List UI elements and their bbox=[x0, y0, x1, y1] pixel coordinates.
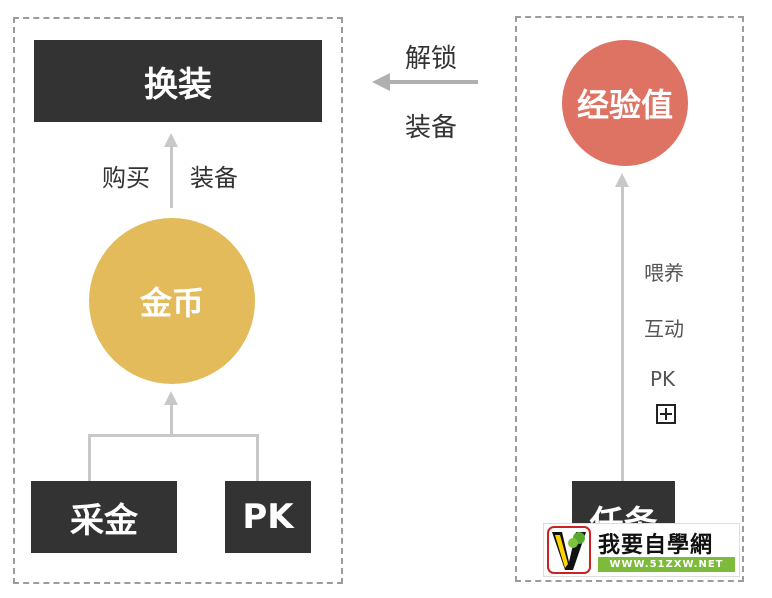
collect-box: 采金 bbox=[31, 481, 177, 553]
up-arrow-icon bbox=[164, 133, 178, 147]
up-arrow-icon bbox=[164, 391, 178, 405]
left-panel bbox=[13, 17, 343, 584]
sources-connector-horizontal bbox=[88, 434, 259, 437]
watermark-url: WWW.51ZXW.NET bbox=[598, 557, 735, 572]
pk-box: PK bbox=[225, 481, 311, 553]
coin-to-swap-connector bbox=[170, 146, 173, 208]
exp-circle: 经验值 bbox=[562, 40, 688, 166]
swap-box: 换装 bbox=[34, 40, 322, 122]
coin-label: 金币 bbox=[139, 284, 204, 322]
exp-label: 经验值 bbox=[576, 86, 673, 124]
watermark-logo-icon bbox=[547, 526, 591, 574]
coin-circle: 金币 bbox=[89, 218, 255, 384]
right-panel bbox=[515, 16, 744, 582]
left-arrow-icon bbox=[372, 73, 478, 91]
plus-icon bbox=[656, 404, 676, 424]
feed-label: 喂养 bbox=[644, 261, 684, 285]
sources-connector-vertical bbox=[170, 404, 173, 437]
collect-connector bbox=[88, 434, 91, 481]
pk-connector bbox=[256, 434, 259, 481]
unlock-label: 解锁 bbox=[405, 44, 458, 74]
collect-label: 采金 bbox=[70, 500, 138, 541]
watermark-chinese: 我要自學網 bbox=[598, 533, 714, 558]
watermark: 我要自學網 WWW.51ZXW.NET bbox=[543, 523, 740, 577]
buy-label: 购买 bbox=[102, 164, 150, 192]
swap-label: 换装 bbox=[144, 64, 212, 105]
equip-label: 装备 bbox=[190, 164, 238, 192]
equip-unlock-label: 装备 bbox=[405, 113, 458, 143]
up-arrow-icon bbox=[615, 173, 629, 187]
pk-exp-label: PK bbox=[650, 367, 676, 391]
task-to-exp-connector bbox=[621, 186, 624, 481]
interact-label: 互动 bbox=[644, 317, 684, 341]
pk-label: PK bbox=[242, 497, 294, 537]
